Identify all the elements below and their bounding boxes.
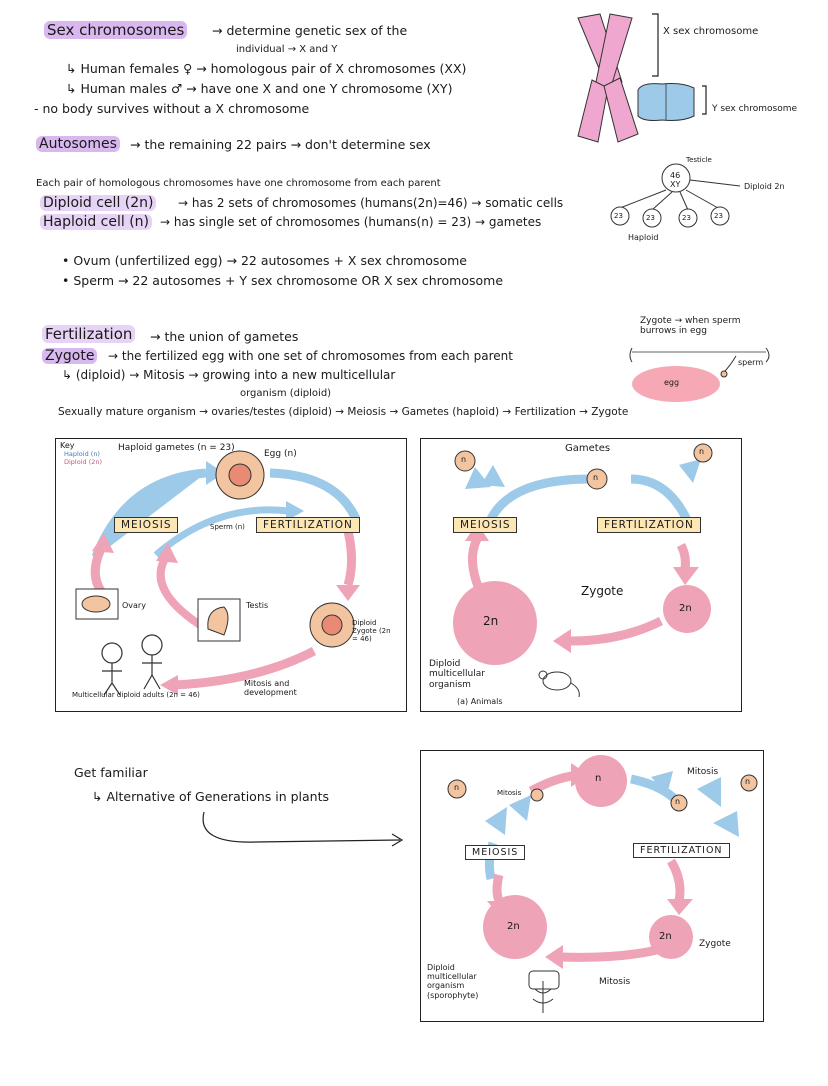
animals-caption: (a) Animals [457, 697, 503, 706]
fern-icon [528, 970, 560, 1013]
lifecycle-sequence: Sexually mature organism → ovaries/teste… [58, 406, 629, 418]
sporophyte-2n: 2n [507, 921, 520, 932]
key-haploid: Haploid (n) [64, 450, 100, 458]
fertilization-label: FERTILIZATION [633, 843, 730, 858]
haploid-gametes-label: Haploid gametes (n = 23) [118, 443, 235, 453]
ovary-label: Ovary [122, 601, 146, 610]
cell-46: 46 [670, 171, 681, 180]
egg-icon [632, 366, 720, 402]
fertilization-def: → the union of gametes [150, 329, 299, 344]
sperm-label: sperm [738, 358, 764, 367]
testis-icon [207, 606, 229, 636]
diploid-2n: 2n [483, 614, 499, 628]
sex-chromosomes-def: → determine genetic sex of the [212, 23, 408, 38]
fertilization-label: FERTILIZATION [256, 517, 360, 533]
gamete-n-left: n [461, 455, 467, 464]
ovary-icon [81, 595, 111, 613]
cell-23-d: 23 [714, 212, 723, 220]
sex-chromosomes-term: Sex chromosomes [44, 21, 188, 39]
x-chromosome-drawing [577, 13, 659, 143]
zygote-note: Zygote → when sperm burrows in egg [640, 316, 741, 337]
zygote-label: Zygote [699, 939, 731, 949]
x-chromosome-label: X sex chromosome [663, 26, 759, 37]
mitosis-right-label: Mitosis [687, 767, 719, 777]
cell-23-b: 23 [646, 214, 655, 222]
gamete-n-right: n [699, 447, 705, 456]
mitosis-development-label: Mitosis and development [244, 679, 297, 698]
meiosis-label: MEIOSIS [114, 517, 179, 533]
testicle-label: Testicle [686, 156, 712, 164]
testis-label: Testis [246, 601, 269, 610]
sperm-egg-drawing [629, 347, 770, 402]
y-chromosome-icon [637, 83, 707, 121]
arrow-to-plants-icon [202, 811, 404, 847]
plants-lifecycle-diagram: n n n n Mitosis Mitosis MEIOSIS FERTILIZ… [420, 750, 764, 1022]
zygote-label: Zygote [581, 584, 624, 598]
sperm-icon [723, 355, 737, 373]
fertilization-term: Fertilization [42, 325, 136, 343]
ovum-line: • Ovum (unfertilized egg) → 22 autosomes… [62, 253, 467, 268]
adults-icon [101, 634, 163, 696]
zygote-term: Zygote [42, 348, 98, 364]
plant-n-center: n [595, 773, 602, 784]
meiosis-label: MEIOSIS [453, 517, 518, 533]
human-males-line: ↳ Human males ♂ → have one X and one Y c… [66, 81, 453, 96]
plant-n-mid: n [675, 797, 681, 806]
key-diploid: Diploid (2n) [64, 458, 103, 466]
zygote-2n: 2n [679, 603, 692, 614]
plant-n-right: n [745, 777, 751, 786]
human-lifecycle-diagram: Key Haploid (n) Diploid (2n) Haploid gam… [55, 438, 407, 712]
egg-n-label: Egg (n) [264, 449, 297, 459]
diploid-cell-def: → has 2 sets of chromosomes (humans(2n)=… [178, 196, 564, 210]
haploid-cell-def: → has single set of chromosomes (humans(… [160, 215, 542, 229]
testicle-diagram [610, 163, 741, 228]
zygote-label: Diploid Zygote (2n = 46) [352, 619, 391, 644]
sperm-n-label: Sperm (n) [210, 523, 245, 531]
x-chromosome-note: - no body survives without a X chromosom… [34, 101, 310, 116]
cell-xy: XY [670, 180, 681, 189]
x-chromosome-icon [577, 13, 639, 143]
gamete-n-center: n [593, 473, 599, 482]
cell-23-c: 23 [682, 214, 691, 222]
get-familiar-title: Get familiar [74, 765, 148, 780]
y-chromosome-label: Y sex chromosome [712, 104, 798, 114]
haploid-label: Haploid [628, 233, 659, 242]
autosomes-def: → the remaining 22 pairs → don't determi… [130, 137, 431, 152]
plant-n-left: n [454, 783, 460, 792]
cell-23-a: 23 [614, 212, 623, 220]
mouse-icon [538, 670, 580, 698]
autosomes-term: Autosomes [36, 136, 120, 152]
adults-label: Multicellular diploid adults (2n = 46) [72, 691, 200, 699]
diploid-2n-label: Diploid 2n [744, 182, 785, 191]
sex-chromosomes-def2: individual → X and Y [236, 44, 338, 55]
mitosis-left-label: Mitosis [497, 789, 522, 797]
key-label: Key [60, 441, 75, 450]
zygote-2n: 2n [659, 931, 672, 942]
sporophyte-label: Diploid multicellular organism (sporophy… [427, 963, 479, 1000]
fertilization-label: FERTILIZATION [597, 517, 701, 533]
sperm-line: • Sperm → 22 autosomes + Y sex chromosom… [62, 273, 504, 288]
zygote-def: → the fertilized egg with one set of chr… [108, 349, 513, 363]
mitosis-bottom-label: Mitosis [599, 977, 631, 987]
gametes-label: Gametes [565, 443, 611, 454]
diploid-organism-label: Diploid multicellular organism [429, 659, 485, 690]
diploid-cell-term: Diploid cell (2n) [40, 195, 157, 211]
diploid-mitosis-line: ↳ (diploid) → Mitosis → growing into a n… [62, 368, 396, 382]
egg-label: egg [664, 378, 680, 387]
human-females-line: ↳ Human females ♀ → homologous pair of X… [66, 61, 467, 76]
haploid-cell-term: Haploid cell (n) [40, 214, 153, 230]
organism-line: organism (diploid) [240, 388, 332, 399]
animals-lifecycle-diagram: Gametes n n n MEIOSIS FERTILIZATION Zygo… [420, 438, 742, 712]
alternation-generations: ↳ Alternative of Generations in plants [92, 789, 330, 804]
homolog-line: Each pair of homologous chromosomes have… [36, 178, 441, 189]
meiosis-label: MEIOSIS [465, 845, 526, 860]
